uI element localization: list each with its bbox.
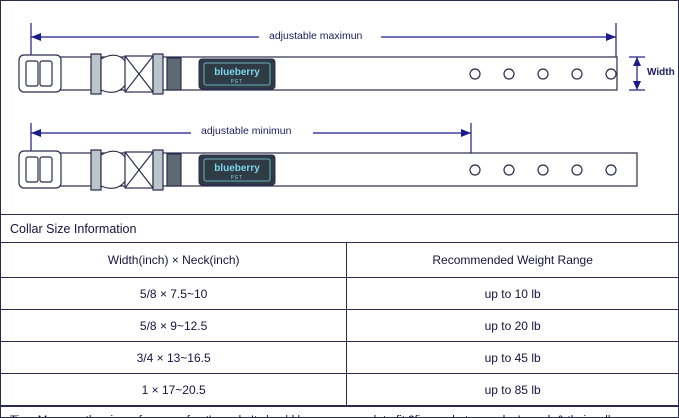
max-dimension-label: adjustable maximun <box>269 30 363 42</box>
buckle-prong-a-max <box>25 60 39 87</box>
size-table: Width(inch) × Neck(inch) Recommended Wei… <box>1 243 678 406</box>
table-header-row: Width(inch) × Neck(inch) Recommended Wei… <box>1 243 678 278</box>
cell-weight: up to 10 lb <box>346 277 678 310</box>
label-tag-min <box>166 153 182 187</box>
buckle-prong-b-min <box>39 156 53 183</box>
table-row: 1 × 17~20.5 up to 85 lb <box>1 373 678 406</box>
collar-min-illustration: blueberry PET <box>18 123 638 191</box>
holes-max <box>469 68 617 80</box>
cell-weight: up to 45 lb <box>346 341 678 374</box>
table-row: 5/8 × 9~12.5 up to 20 lb <box>1 309 678 342</box>
table-row: 5/8 × 7.5~10 up to 10 lb <box>1 277 678 310</box>
tips-text: Tips: Measure the circumference of pet's… <box>1 406 678 417</box>
arrow-width-up <box>633 57 641 66</box>
buckle-prong-a-min <box>25 156 39 183</box>
arrow-right-max <box>606 33 616 41</box>
cell-size: 5/8 × 7.5~10 <box>1 277 348 310</box>
slider-loop-max <box>90 53 102 95</box>
collar-max-illustration: blueberry PET <box>18 23 645 95</box>
cell-size: 3/4 × 13~16.5 <box>1 341 348 374</box>
collar-size-information: Collar Size Information Width(inch) × Ne… <box>1 214 678 417</box>
svg-text:PET: PET <box>231 175 244 181</box>
arrow-right-min <box>461 129 471 137</box>
buckle-prong-b-max <box>39 60 53 87</box>
cell-weight: up to 85 lb <box>346 373 678 406</box>
arrow-left-min <box>31 129 41 137</box>
svg-text:blueberry: blueberry <box>214 163 260 174</box>
table-row: 3/4 × 13~16.5 up to 45 lb <box>1 341 678 374</box>
header-weight: Recommended Weight Range <box>346 243 678 278</box>
brand-patch-min: blueberry PET <box>198 154 276 186</box>
label-tag-max <box>166 57 182 91</box>
cell-size: 5/8 × 9~12.5 <box>1 309 348 342</box>
brand-patch-max: blueberry PET <box>198 58 276 90</box>
min-dimension-label: adjustable minimun <box>201 125 292 137</box>
slider-loop-min <box>90 149 102 191</box>
keeper-loop-max <box>152 53 164 95</box>
cell-weight: up to 20 lb <box>346 309 678 342</box>
width-dimension-label: Width <box>647 67 675 78</box>
arrow-width-down <box>633 81 641 90</box>
holes-min <box>469 164 617 176</box>
cell-size: 1 × 17~20.5 <box>1 373 348 406</box>
arrow-left-max <box>31 33 41 41</box>
keeper-loop-min <box>152 149 164 191</box>
section-title: Collar Size Information <box>1 215 678 243</box>
header-size: Width(inch) × Neck(inch) <box>1 243 348 278</box>
collar-diagram: blueberry PET adjustable maximun Width <box>1 1 678 214</box>
svg-text:PET: PET <box>231 79 244 85</box>
svg-text:blueberry: blueberry <box>214 67 260 78</box>
